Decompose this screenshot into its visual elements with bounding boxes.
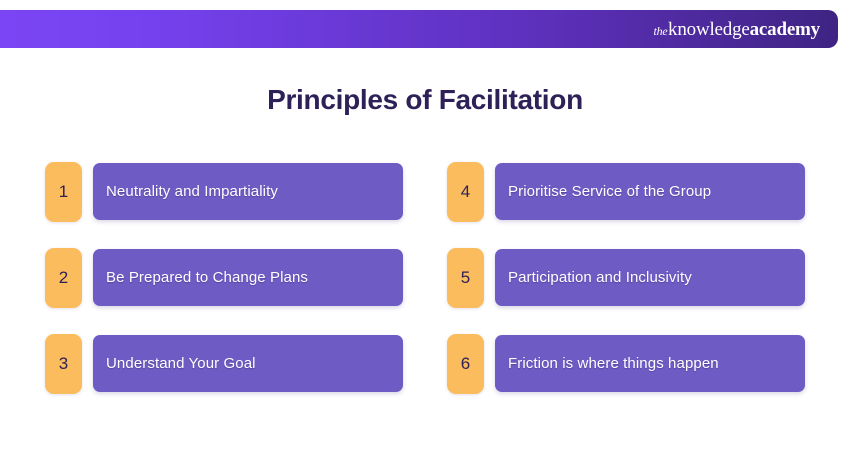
principle-item-3: 3 Understand Your Goal — [45, 334, 403, 394]
principle-number: 2 — [58, 268, 69, 287]
principle-number-badge: 2 — [45, 248, 82, 308]
principle-number-badge: 5 — [447, 248, 484, 308]
principle-item-5: 5 Participation and Inclusivity — [447, 248, 805, 308]
principle-label-box: Be Prepared to Change Plans — [93, 249, 403, 306]
principle-item-2: 2 Be Prepared to Change Plans — [45, 248, 403, 308]
page-title: Principles of Facilitation — [267, 84, 583, 115]
principle-number: 6 — [460, 354, 471, 373]
logo-word-the: the — [653, 23, 668, 38]
principle-label-box: Prioritise Service of the Group — [495, 163, 805, 220]
principles-grid: 1 Neutrality and Impartiality 4 Prioriti… — [45, 162, 805, 394]
principle-number: 4 — [460, 182, 471, 201]
principle-item-6: 6 Friction is where things happen — [447, 334, 805, 394]
principle-item-1: 1 Neutrality and Impartiality — [45, 162, 403, 222]
principle-label-box: Participation and Inclusivity — [495, 249, 805, 306]
principle-label: Be Prepared to Change Plans — [106, 269, 308, 286]
logo-word-knowledge: knowledge — [668, 18, 750, 40]
principle-number: 1 — [58, 182, 69, 201]
principle-label-box: Neutrality and Impartiality — [93, 163, 403, 220]
principle-number: 3 — [58, 354, 69, 373]
principle-label: Neutrality and Impartiality — [106, 183, 278, 200]
header-bar: the knowledge academy — [0, 10, 838, 48]
logo-word-academy: academy — [749, 18, 821, 40]
principle-label-box: Friction is where things happen — [495, 335, 805, 392]
principle-number-badge: 1 — [45, 162, 82, 222]
principle-number-badge: 4 — [447, 162, 484, 222]
principle-number-badge: 6 — [447, 334, 484, 394]
principle-number: 5 — [460, 268, 471, 287]
principle-label: Participation and Inclusivity — [508, 269, 692, 286]
principle-item-4: 4 Prioritise Service of the Group — [447, 162, 805, 222]
principle-label: Understand Your Goal — [106, 355, 256, 372]
principle-label: Prioritise Service of the Group — [508, 183, 712, 200]
brand-logo: the knowledge academy — [653, 20, 820, 39]
principle-label-box: Understand Your Goal — [93, 335, 403, 392]
principle-label: Friction is where things happen — [508, 355, 719, 372]
principle-number-badge: 3 — [45, 334, 82, 394]
